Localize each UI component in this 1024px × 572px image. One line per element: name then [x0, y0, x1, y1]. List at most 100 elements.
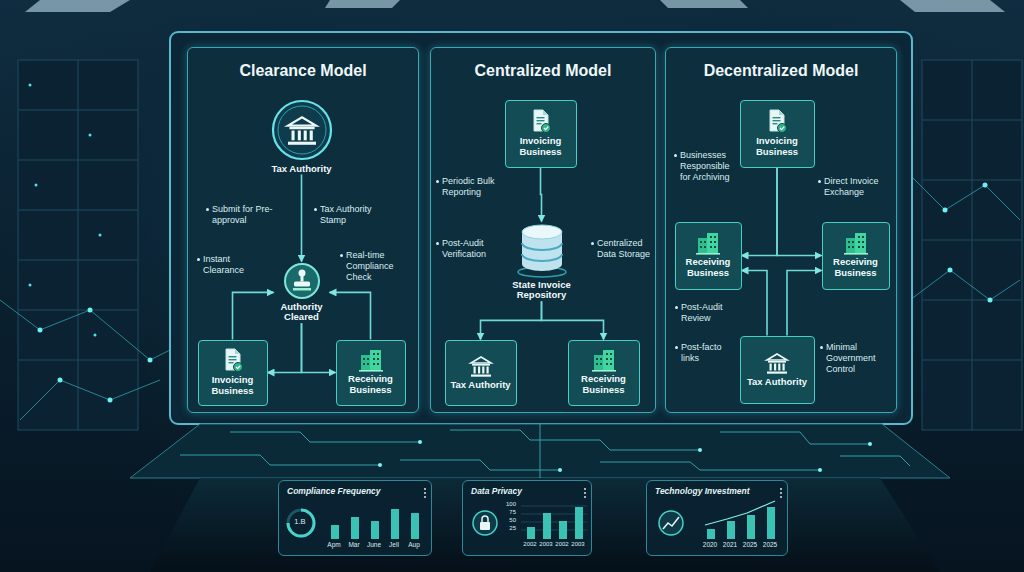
- card-title: Compliance Frequency: [287, 486, 431, 496]
- decor-rect: [300, 275, 303, 281]
- decor-rect: [373, 363, 375, 365]
- entity-box: Tax Authority: [445, 340, 517, 406]
- decor-rect: [858, 246, 860, 248]
- flow-arrow: [268, 323, 302, 372]
- entity-box: Tax Authority: [740, 336, 815, 404]
- decor-circle: [698, 448, 702, 452]
- decor-circle: [584, 492, 586, 494]
- decor-path: [522, 254, 562, 261]
- decor-circle: [988, 298, 993, 303]
- decor-rect: [610, 353, 612, 355]
- decor-circle: [780, 488, 782, 490]
- decor-rect: [363, 358, 365, 360]
- decor-rect: [773, 117, 781, 118]
- decor-line: [521, 506, 587, 507]
- node-label: Invoicing Business: [744, 136, 811, 158]
- decor-circle: [659, 511, 683, 535]
- decor-path: [767, 354, 787, 360]
- decor-g: [288, 117, 316, 145]
- bullet-note: Instant Clearance: [203, 254, 265, 276]
- decor-rect: [482, 366, 484, 373]
- bullet-dot: [314, 208, 317, 211]
- decor-rect: [858, 241, 860, 243]
- decor-rect: [596, 358, 598, 360]
- node-label: Invoicing Business: [509, 136, 573, 158]
- tax-authority-emblem: [270, 98, 334, 162]
- decor-circle: [298, 269, 305, 276]
- bullet-dot: [340, 254, 343, 257]
- decor-rect: [767, 371, 787, 373]
- document-icon: [765, 108, 789, 134]
- bullet-dot: [820, 346, 823, 349]
- decor-circle: [94, 334, 97, 337]
- decor-rect: [704, 246, 706, 248]
- decor-line: [972, 60, 973, 430]
- entity-box: Receiving Business: [336, 340, 406, 406]
- decor-path: [235, 349, 240, 354]
- circuit-board: [130, 424, 950, 478]
- decor-path: [471, 357, 491, 363]
- flow-arrow: [777, 168, 822, 256]
- decor-rect: [293, 288, 311, 291]
- building-icon: [695, 231, 721, 255]
- bullet-dot: [436, 242, 439, 245]
- decor-circle: [38, 328, 43, 333]
- server-rack-right: [922, 60, 1022, 430]
- decor-rect: [698, 238, 708, 253]
- decor-rect: [844, 253, 868, 255]
- decor-circle: [558, 468, 562, 472]
- bullet-dot: [206, 208, 209, 211]
- icon-node: State Invoice Repository: [490, 222, 594, 302]
- decor-rect: [852, 241, 854, 243]
- decor-rect: [536, 117, 544, 118]
- decor-rect: [228, 362, 233, 363]
- decor-rect: [714, 236, 716, 238]
- decor-circle: [473, 511, 497, 535]
- decor-rect: [714, 241, 716, 243]
- node-label: Invoicing Business: [202, 375, 264, 397]
- decor-circle: [108, 398, 113, 403]
- building-icon: [358, 348, 384, 372]
- decor-rect: [773, 123, 778, 124]
- decor-rect: [367, 363, 369, 365]
- decor-circle: [99, 234, 102, 237]
- decor-rect: [600, 363, 602, 365]
- document-icon: [221, 347, 245, 373]
- decor-rect: [294, 281, 310, 286]
- decor-circle: [378, 463, 382, 467]
- decor-rect: [858, 236, 860, 238]
- decor-path: [288, 510, 314, 536]
- model-panel: Clearance ModelTax AuthorityAuthority Cl…: [187, 47, 419, 413]
- chart-label: June: [365, 541, 383, 549]
- decor-circle: [983, 183, 988, 188]
- decor-polyline: [180, 455, 380, 465]
- decor-circle: [424, 492, 426, 494]
- decor-rect: [606, 358, 608, 360]
- bullet-note: Submit for Pre-approval: [212, 204, 282, 226]
- decor-rect: [700, 246, 702, 248]
- decor-rect: [370, 350, 381, 370]
- decor-rect: [848, 241, 850, 243]
- entity-box: Invoicing Business: [505, 100, 577, 168]
- flow-arrow: [233, 292, 274, 339]
- decor-rect: [363, 363, 365, 365]
- chart-label: 1.B: [288, 517, 312, 526]
- decor-rect: [592, 370, 616, 372]
- decor-rect: [610, 358, 612, 360]
- decor-circle: [29, 284, 32, 287]
- decor-rect: [371, 521, 379, 539]
- decor-rect: [391, 509, 399, 539]
- decor-rect: [309, 130, 312, 140]
- bullet-note: Real-time Compliance Check: [346, 250, 408, 282]
- decor-circle: [780, 492, 782, 494]
- node-label: Authority Cleared: [274, 302, 330, 324]
- decor-polyline: [905, 170, 1020, 220]
- bullet-dot: [591, 242, 594, 245]
- decor-polyline: [20, 380, 160, 420]
- bullet-dot: [675, 306, 678, 309]
- decor-circle: [233, 363, 242, 372]
- decor-line: [78, 60, 79, 430]
- decor-rect: [575, 507, 583, 539]
- monitor-frame: [170, 32, 912, 424]
- chart-label: Mar: [345, 541, 363, 549]
